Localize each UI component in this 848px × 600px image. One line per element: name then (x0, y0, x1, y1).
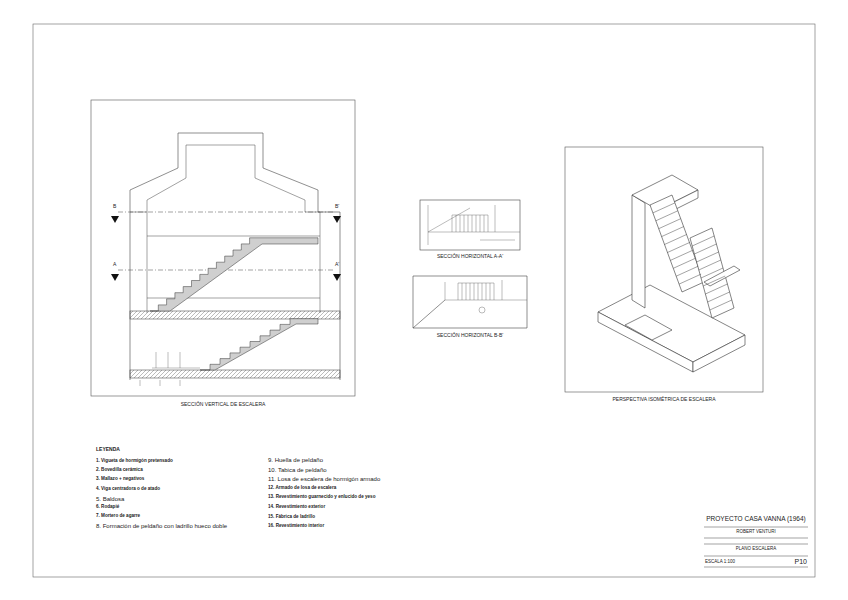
legend-item: 12. Armado de losa de escalera (268, 486, 336, 491)
sheet-number: P10 (795, 558, 807, 565)
legend-item: 15. Fábrica de ladrillo (268, 515, 315, 520)
legend-item: 6. Rodapié (96, 505, 119, 510)
legend-item: 9. Huella de peldaño (268, 457, 323, 463)
section-marker: A' (335, 262, 339, 267)
legend-item: 4. Viga centradora o de atado (96, 487, 160, 492)
view-caption: SECCIÓN HORIZONTAL B-B' (437, 333, 504, 338)
title-block: PROYECTO CASA VANNA (1964) ROBERT VENTURI… (704, 513, 808, 567)
proyecto-title: PROYECTO CASA VANNA (1964) (706, 516, 805, 523)
author-name: ROBERT VENTURI (736, 530, 776, 535)
legend-item: 14. Revestimiento exterior (268, 505, 325, 510)
sheet-name: PLANO ESCALERA (736, 547, 777, 552)
view-caption: SECCIÓN VERTICAL DE ESCALERA (181, 402, 266, 407)
section-marker: A (113, 262, 116, 267)
legend-item: 8. Formación de peldaño con ladrillo hue… (96, 523, 227, 529)
legend-item: 13. Revestimiento guarnecido y enlucido … (268, 495, 375, 500)
legend-item: 1. Vigueta de hormigón pretensado (96, 459, 173, 464)
legend-heading: LEYENDA (96, 447, 120, 452)
legend-item: 5. Baldosa (96, 496, 124, 502)
section-marker: B (113, 204, 116, 209)
legend-item: 16. Revestimiento interior (268, 524, 324, 529)
scale-label: ESCALA 1:100 (705, 560, 735, 565)
view-caption: SECCIÓN HORIZONTAL A-A' (437, 254, 503, 259)
legend-item: 3. Mallazo + negativos (96, 477, 144, 482)
legend-item: 10. Tabica de peldaño (268, 467, 327, 473)
section-marker: B' (335, 204, 339, 209)
legend-item: 2. Bovedilla cerámica (96, 468, 143, 473)
legend-item: 11. Losa de escalera de hormigón armado (268, 476, 380, 482)
legend-item: 7. Mortero de agarre (96, 514, 140, 519)
view-caption: PERSPECTIVA ISOMÉTRICA DE ESCALERA (613, 397, 716, 402)
